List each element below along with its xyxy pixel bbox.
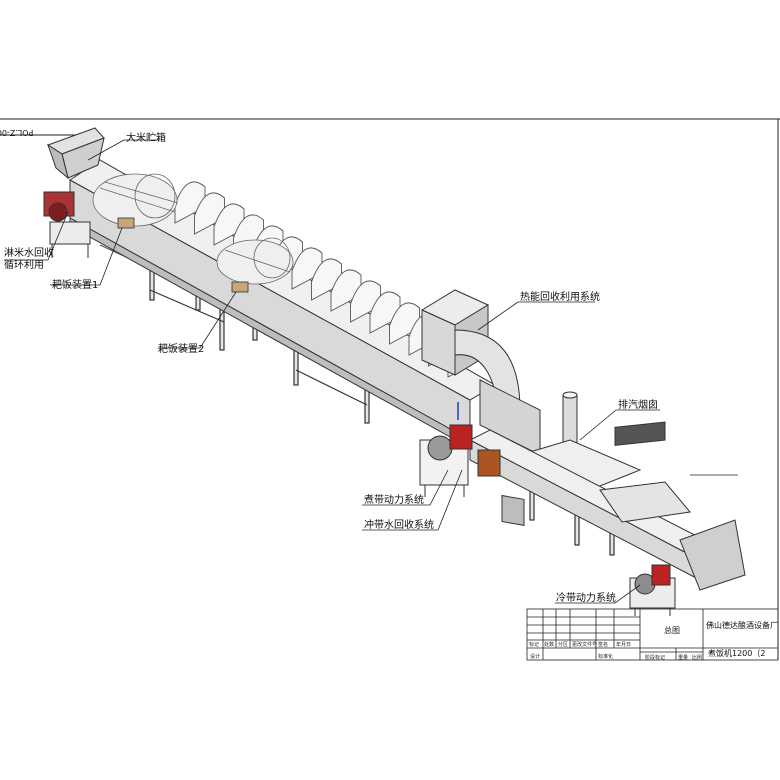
- belt-wash-recovery-label: 冲带水回收系统: [364, 518, 434, 531]
- title-general-drawing: 总图: [664, 625, 680, 635]
- title-block: 总图 佛山德达酿酒设备厂 煮饭机1200（2 标记处数分区更改文件号签名年月日 …: [526, 608, 779, 661]
- cooking-belt-drive-label: 煮带动力系统: [364, 493, 424, 506]
- title-weight: 重量: [678, 654, 688, 661]
- heat-recovery-duct: [420, 289, 541, 526]
- lower-conveyor: [468, 421, 746, 591]
- title-row-headers: 标记处数分区更改文件号签名 年月日: [529, 641, 631, 648]
- cooling-drive-unit: [629, 564, 676, 616]
- title-row-header: 分区: [558, 641, 568, 648]
- rake-device-1-unit: [92, 173, 179, 227]
- title-company: 佛山德达酿酒设备厂: [706, 620, 778, 630]
- title-machine: 煮饭机1200（2: [708, 648, 765, 658]
- title-standardization: 标准化: [598, 653, 613, 660]
- title-row-header: 标记: [529, 641, 539, 648]
- drawing-number: POL.Z-00-00-00: [0, 128, 33, 137]
- rake-device-1-label: 耙饭装置1: [52, 278, 98, 291]
- rice-hopper-label: 大米贮箱: [126, 131, 166, 144]
- middle-drive-units: [419, 424, 501, 497]
- title-row-header: 签名: [598, 641, 608, 648]
- title-stage-mark: 阶段标记: [645, 654, 665, 661]
- rice-water-recycle-label-1: 淋米水回收: [4, 246, 54, 259]
- exhaust-chimney-label: 排汽烟囱: [618, 398, 658, 411]
- title-row-header: 年月日: [616, 641, 631, 648]
- rake-device-2-unit: [216, 237, 294, 285]
- cooling-belt-drive-label: 冷带动力系统: [556, 591, 616, 604]
- title-scale: 比例: [692, 654, 702, 661]
- rake-device-2-label: 耙饭装置2: [158, 342, 204, 355]
- title-row-header: 处数: [544, 641, 554, 648]
- rice-water-recycle-label-2: 循环利用: [4, 258, 44, 271]
- rice-hopper: [46, 127, 105, 180]
- heat-recovery-label: 热能回收利用系统: [520, 290, 600, 303]
- leader-lines: [4, 139, 738, 604]
- title-design: 设计: [530, 653, 540, 660]
- title-row-header: 更改文件号: [572, 641, 597, 648]
- left-drive-unit: [43, 191, 91, 258]
